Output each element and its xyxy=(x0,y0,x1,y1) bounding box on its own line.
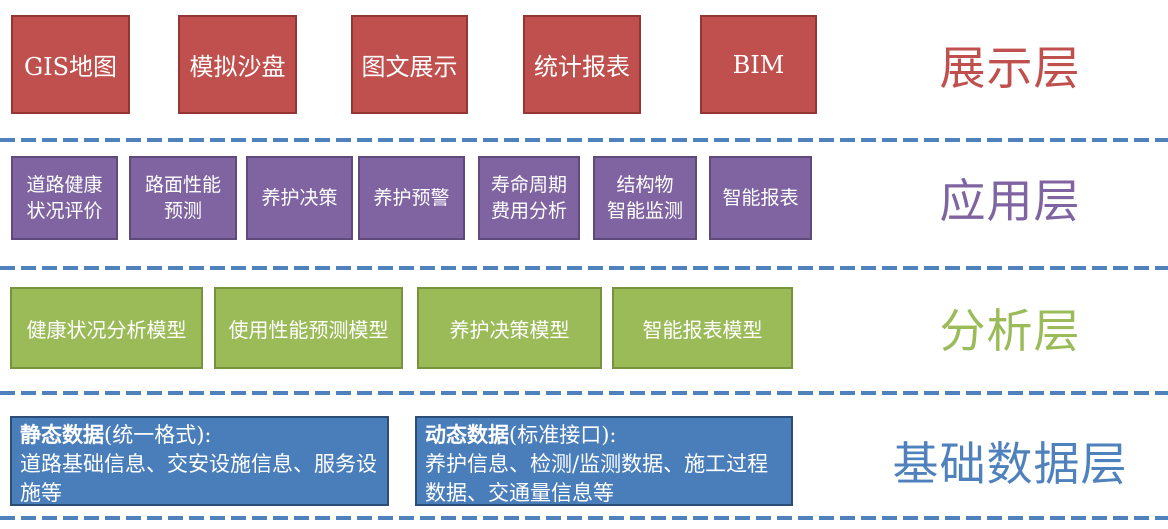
application-layer-label: 应用层 xyxy=(939,174,1081,228)
box-maintenance-warning: 养护预警 xyxy=(358,156,465,240)
box-statistic-report: 统计报表 xyxy=(523,15,641,114)
static-data-paren: (统一格式): xyxy=(104,423,212,447)
analysis-layer-label: 分析层 xyxy=(939,304,1081,358)
dynamic-data-paren: (标准接口): xyxy=(509,423,617,447)
box-structure-smart-monitoring: 结构物 智能监测 xyxy=(593,156,697,240)
layer-divider-4 xyxy=(0,516,1168,520)
box-bim: BIM xyxy=(700,15,817,114)
box-maintenance-decision-model: 养护决策模型 xyxy=(417,287,602,369)
box-pavement-performance-forecast: 路面性能 预测 xyxy=(129,156,237,240)
box-simulation-sandbox: 模拟沙盘 xyxy=(178,15,297,114)
box-graphic-display: 图文展示 xyxy=(351,15,468,114)
box-road-health-evaluation: 道路健康 状况评价 xyxy=(11,156,118,240)
base-data-layer-label: 基础数据层 xyxy=(892,437,1128,491)
static-data-box: 静态数据(统一格式): 道路基础信息、交安设施信息、服务设施等 xyxy=(10,416,389,506)
box-smart-report-model: 智能报表模型 xyxy=(612,287,793,369)
box-lifecycle-cost-analysis: 寿命周期 费用分析 xyxy=(478,156,580,240)
presentation-layer-label: 展示层 xyxy=(939,40,1081,95)
box-gis-map: GIS地图 xyxy=(11,15,130,114)
static-data-body: 道路基础信息、交安设施信息、服务设施等 xyxy=(20,452,377,505)
dynamic-data-box: 动态数据(标准接口): 养护信息、检测/监测数据、施工过程数据、交通量信息等 xyxy=(415,416,793,506)
box-smart-report: 智能报表 xyxy=(709,156,812,240)
box-performance-prediction-model: 使用性能预测模型 xyxy=(214,287,403,369)
dynamic-data-title: 动态数据 xyxy=(425,422,509,447)
box-maintenance-decision: 养护决策 xyxy=(246,156,353,240)
static-data-title: 静态数据 xyxy=(20,422,104,447)
box-health-analysis-model: 健康状况分析模型 xyxy=(10,287,203,369)
layer-divider-2 xyxy=(0,266,1168,270)
dynamic-data-body: 养护信息、检测/监测数据、施工过程数据、交通量信息等 xyxy=(425,452,769,505)
layer-divider-3 xyxy=(0,391,1168,395)
layer-divider-1 xyxy=(0,138,1168,142)
